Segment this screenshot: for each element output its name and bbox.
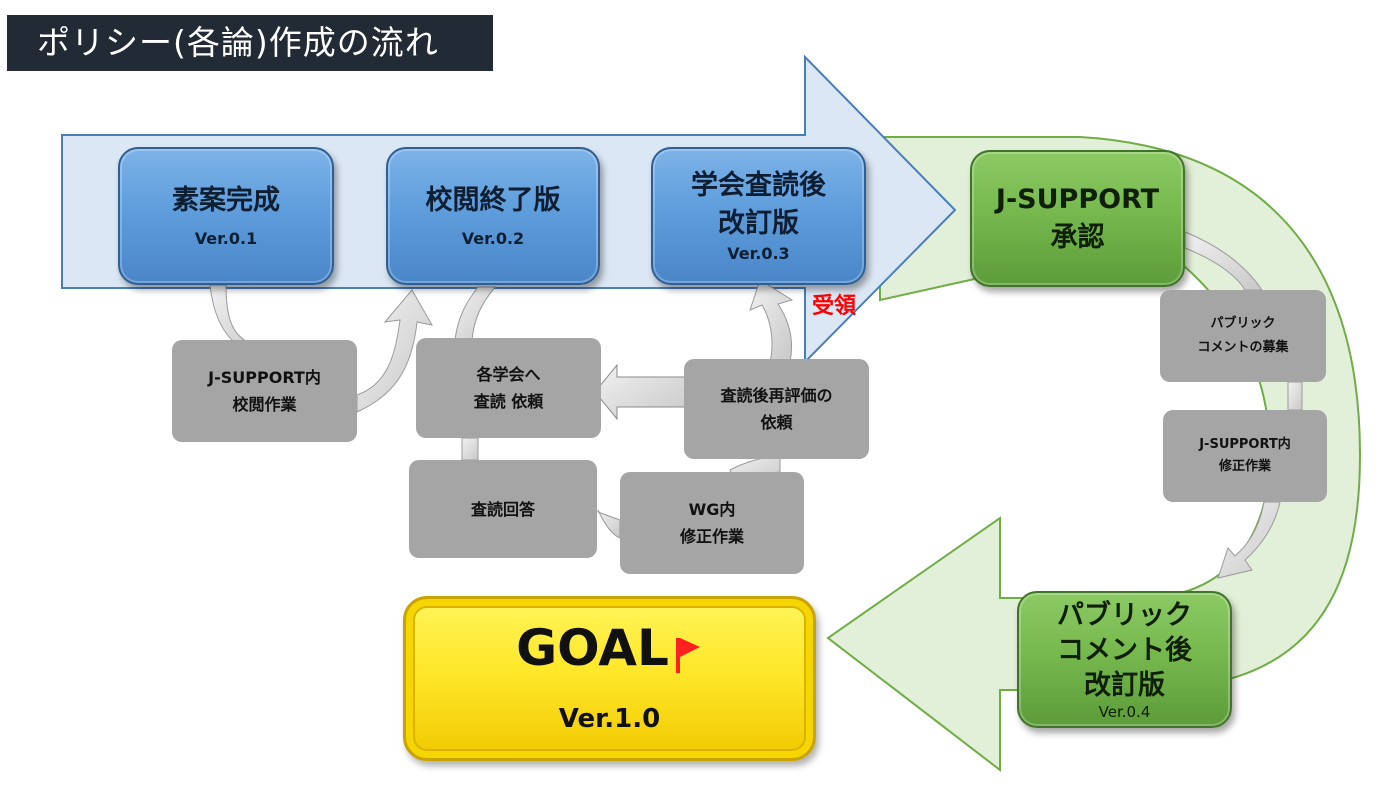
flag-icon: [673, 628, 703, 673]
task-public-comment-line2: コメントの募集: [1197, 340, 1289, 355]
step-society-review-box: 学会査読後 改訂版 Ver.0.3: [651, 147, 866, 285]
loop-arrow-9: [1287, 381, 1303, 411]
task-public-comment-line1: パブリック: [1210, 316, 1276, 331]
loop-arrow-10: [1217, 501, 1281, 579]
step-draft-version: Ver.0.1: [194, 229, 258, 248]
task-wg-revision: WG内 修正作業: [620, 472, 804, 574]
step-society-review-line2: 改訂版: [718, 208, 799, 239]
step-draft-box: 素案完成 Ver.0.1: [118, 147, 334, 285]
goal-box: GOAL Ver.1.0: [403, 596, 816, 761]
task-internal-proofread: J-SUPPORT内 校閲作業: [172, 340, 357, 442]
straight-arrow-review-request: [594, 363, 689, 421]
step-society-review-line1: 学会査読後: [691, 170, 826, 201]
step-society-review-version: Ver.0.3: [727, 244, 790, 263]
step-public-comment-rev-version: Ver.0.4: [1098, 703, 1151, 721]
task-internal-revision-line2: 修正作業: [1218, 459, 1271, 474]
step-draft-label: 素案完成: [172, 185, 280, 216]
task-review-answer-line1: 査読回答: [470, 499, 535, 519]
task-re-evaluation-line2: 依頼: [760, 413, 793, 432]
loop-arrow-4: [461, 437, 479, 461]
loop-arrow-2: [356, 289, 433, 413]
task-internal-proofread-line2: 校閲作業: [232, 395, 297, 414]
goal-version: Ver.1.0: [558, 703, 661, 734]
task-review-answer: 査読回答: [409, 460, 597, 558]
step-public-comment-rev-box: パブリック コメント後 改訂版 Ver.0.4: [1017, 591, 1232, 728]
loop-arrow-3: [454, 286, 497, 341]
task-review-request: 各学会へ 査読 依頼: [416, 338, 601, 438]
task-wg-revision-line1: WG内: [688, 500, 736, 519]
task-review-request-line2: 査読 依頼: [473, 392, 544, 411]
task-review-request-line1: 各学会へ: [476, 365, 541, 384]
task-internal-proofread-line1: J-SUPPORT内: [208, 368, 321, 387]
goal-title-row: GOAL: [516, 618, 703, 678]
task-re-evaluation: 査読後再評価の 依頼: [684, 359, 869, 459]
loop-arrow-5: [597, 509, 621, 539]
loop-arrow-7: [749, 279, 794, 363]
step-public-comment-rev-line1: パブリック: [1057, 600, 1192, 631]
step-approval-box: J-SUPPORT 承認: [970, 150, 1185, 287]
step-proofread-label: 校閲終了版: [425, 185, 561, 216]
task-internal-revision: J-SUPPORT内 修正作業: [1163, 410, 1327, 502]
task-re-evaluation-line1: 査読後再評価の: [720, 386, 833, 405]
step-proofread-version: Ver.0.2: [461, 229, 525, 248]
received-label: 受領: [812, 294, 857, 319]
goal-label: GOAL: [516, 618, 669, 677]
page-title: ポリシー(各論)作成の流れ: [7, 15, 493, 71]
step-approval-line1: J-SUPPORT: [995, 183, 1160, 215]
step-proofread-box: 校閲終了版 Ver.0.2: [386, 147, 600, 285]
step-approval-line2: 承認: [1050, 221, 1105, 253]
task-wg-revision-line2: 修正作業: [679, 527, 744, 546]
step-public-comment-rev-line3: 改訂版: [1084, 670, 1165, 701]
task-internal-revision-line1: J-SUPPORT内: [1199, 437, 1291, 452]
task-public-comment: パブリック コメントの募集: [1160, 290, 1326, 382]
step-public-comment-rev-line2: コメント後: [1057, 635, 1192, 666]
